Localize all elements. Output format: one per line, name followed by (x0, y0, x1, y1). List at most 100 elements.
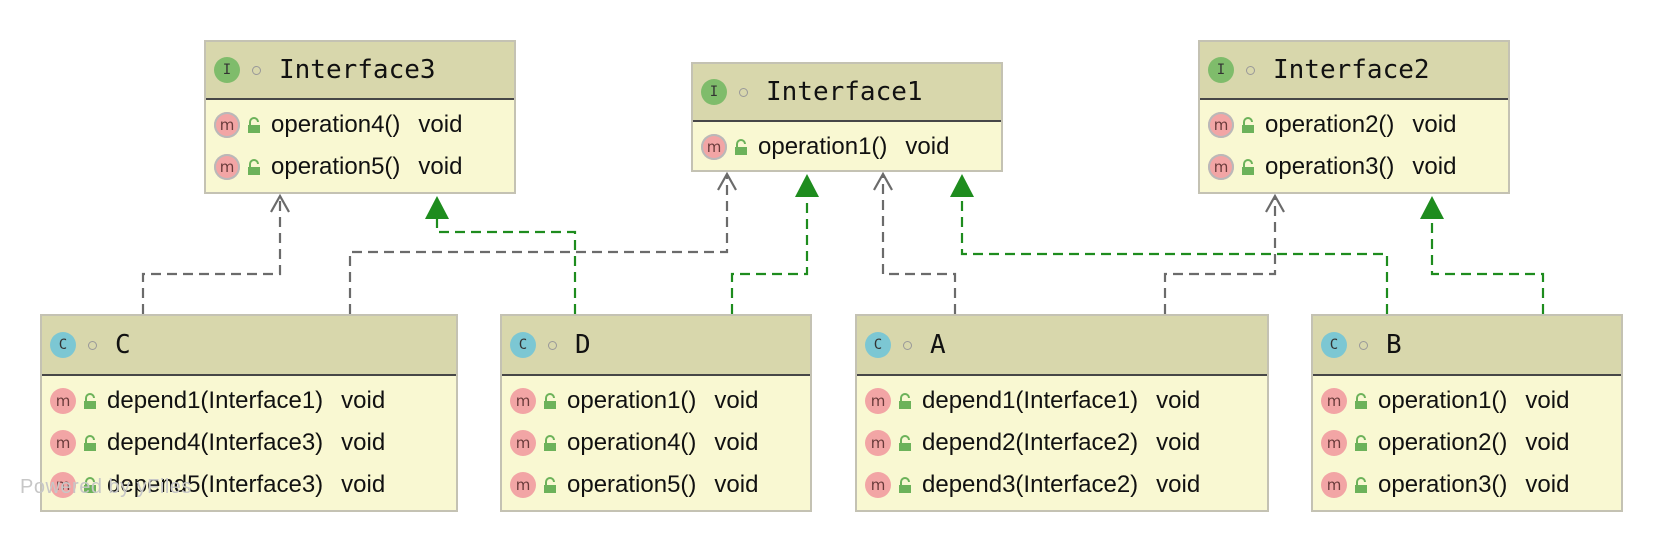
node-title: Interface3 (279, 55, 436, 85)
visibility-dot-icon (1246, 65, 1255, 75)
return-type: void (1525, 471, 1570, 498)
method-icon: m (1321, 388, 1347, 414)
node-title: A (930, 330, 946, 360)
method-name: operation1() (1378, 387, 1508, 414)
method-icon: m (865, 430, 891, 456)
interface2-node[interactable]: I Interface2 m operation2() void m opera… (1198, 40, 1510, 194)
public-lock-icon (1242, 158, 1254, 175)
method-icon: m (510, 430, 536, 456)
method-name: depend1(Interface1) (922, 387, 1139, 414)
member-row[interactable]: m operation3() void (1200, 146, 1508, 188)
member-row[interactable]: m depend2(Interface2) void (857, 422, 1267, 464)
edge-class_c-to-interface3 (141, 193, 290, 314)
member-row[interactable]: m operation1() void (1313, 380, 1621, 422)
open-arrowhead (873, 171, 893, 191)
filled-arrowhead (950, 174, 974, 197)
public-lock-icon (899, 434, 911, 451)
method-icon: m (50, 388, 76, 414)
edge-line (348, 175, 729, 314)
member-row[interactable]: m depend1(Interface1) void (42, 380, 456, 422)
member-row[interactable]: m depend3(Interface2) void (857, 464, 1267, 506)
edge-class_c-to-interface1 (348, 171, 737, 314)
public-lock-icon (544, 476, 556, 493)
member-row[interactable]: m depend4(Interface3) void (42, 422, 456, 464)
return-type: void (1412, 111, 1457, 138)
return-type: void (418, 111, 463, 138)
method-icon: m (1208, 112, 1234, 138)
member-row[interactable]: m operation1() void (693, 126, 1001, 168)
return-type: void (418, 153, 463, 180)
method-name: depend5(Interface3) (107, 471, 324, 498)
edge-line (881, 175, 957, 314)
member-row[interactable]: m operation4() void (206, 104, 514, 146)
class-d-node[interactable]: C D m operation1() void m operation4() v… (500, 314, 812, 512)
method-icon: m (1208, 154, 1234, 180)
method-icon: m (50, 430, 76, 456)
open-arrowhead (717, 171, 737, 191)
node-title: D (575, 330, 591, 360)
method-icon: m (214, 112, 240, 138)
member-row[interactable]: m operation2() void (1200, 104, 1508, 146)
method-icon: m (510, 472, 536, 498)
public-lock-icon (248, 116, 260, 133)
member-row[interactable]: m operation5() void (206, 146, 514, 188)
member-row[interactable]: m depend5(Interface3) void (42, 464, 456, 506)
public-lock-icon (735, 138, 747, 155)
public-lock-icon (1242, 116, 1254, 133)
method-icon: m (510, 388, 536, 414)
return-type: void (1156, 429, 1201, 456)
member-row[interactable]: m operation3() void (1313, 464, 1621, 506)
edge-class_b-to-interface2 (1420, 196, 1545, 314)
public-lock-icon (84, 476, 96, 493)
class-c-header: C C (42, 316, 456, 376)
method-name: operation5() (271, 153, 401, 180)
interface1-node[interactable]: I Interface1 m operation1() void (691, 62, 1003, 172)
method-name: operation1() (758, 133, 888, 160)
member-row[interactable]: m depend1(Interface1) void (857, 380, 1267, 422)
open-arrowhead (1265, 193, 1285, 213)
method-icon: m (214, 154, 240, 180)
method-name: depend2(Interface2) (922, 429, 1139, 456)
class-a-node[interactable]: C A m depend1(Interface1) void m depend2… (855, 314, 1269, 512)
member-row[interactable]: m operation2() void (1313, 422, 1621, 464)
class-b-header: C B (1313, 316, 1621, 376)
edge-line (1430, 218, 1545, 314)
class-d-header: C D (502, 316, 810, 376)
node-title: B (1386, 330, 1402, 360)
visibility-dot-icon (1359, 340, 1368, 350)
class-c-node[interactable]: C C m depend1(Interface1) void m depend4… (40, 314, 458, 512)
class-kind-icon: C (1321, 332, 1347, 358)
open-arrowhead (270, 193, 290, 213)
class-b-node[interactable]: C B m operation1() void m operation2() v… (1311, 314, 1623, 512)
return-type: void (1525, 387, 1570, 414)
method-name: operation3() (1378, 471, 1508, 498)
method-name: depend1(Interface1) (107, 387, 324, 414)
return-type: void (714, 387, 759, 414)
class-kind-icon: C (50, 332, 76, 358)
return-type: void (1156, 471, 1201, 498)
method-name: operation2() (1265, 111, 1395, 138)
return-type: void (1156, 387, 1201, 414)
return-type: void (341, 387, 386, 414)
return-type: void (905, 133, 950, 160)
return-type: void (1412, 153, 1457, 180)
interface-kind-icon: I (214, 57, 240, 83)
public-lock-icon (1355, 434, 1367, 451)
method-icon: m (865, 388, 891, 414)
member-row[interactable]: m operation1() void (502, 380, 810, 422)
filled-arrowhead (795, 174, 819, 197)
interface3-node[interactable]: I Interface3 m operation4() void m opera… (204, 40, 516, 194)
interface2-header: I Interface2 (1200, 42, 1508, 100)
public-lock-icon (544, 434, 556, 451)
method-name: depend4(Interface3) (107, 429, 324, 456)
member-row[interactable]: m operation4() void (502, 422, 810, 464)
member-row[interactable]: m operation5() void (502, 464, 810, 506)
edge-line (141, 197, 282, 314)
method-icon: m (1321, 472, 1347, 498)
filled-arrowhead (425, 196, 449, 219)
edge-class_d-to-interface3 (425, 196, 577, 314)
method-name: operation4() (567, 429, 697, 456)
filled-arrowhead (1420, 196, 1444, 219)
edge-class_b-to-interface1 (950, 174, 1389, 314)
interface3-header: I Interface3 (206, 42, 514, 100)
